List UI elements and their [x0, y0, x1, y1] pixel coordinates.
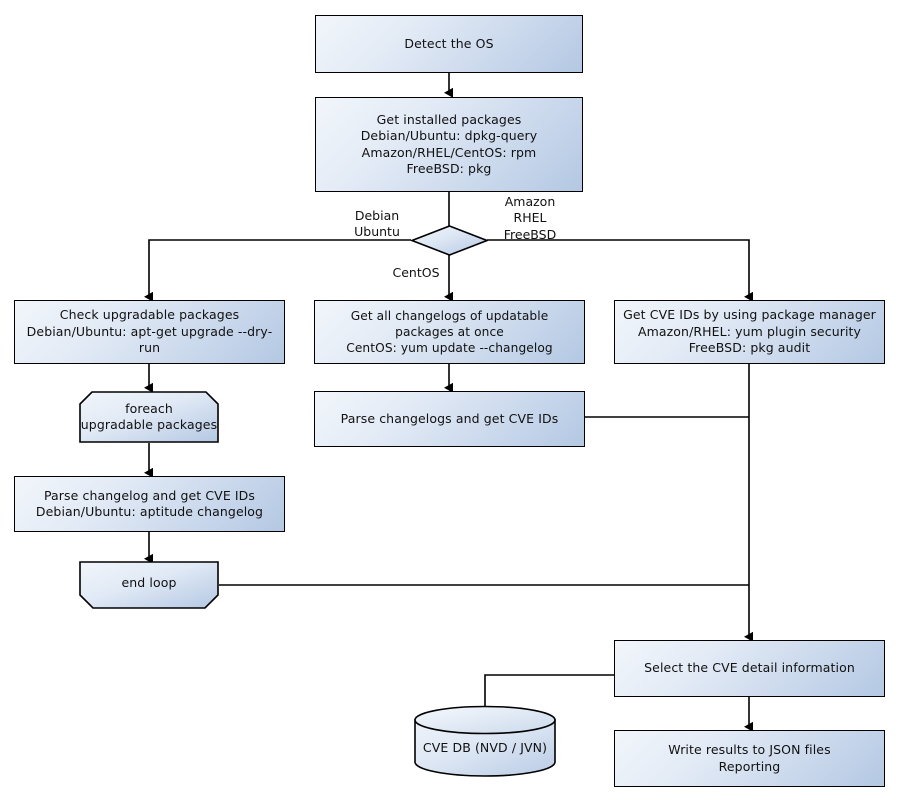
- node-select-cve-detail-label: Select the CVE detail information: [644, 660, 855, 676]
- node-select-cve-detail[interactable]: Select the CVE detail information: [614, 640, 885, 697]
- node-parse-changelog-debian-label: Parse changelog and get CVE IDs Debian/U…: [35, 487, 264, 520]
- edge-decision-to-get-cve-ids: [487, 239, 753, 302]
- node-get-cve-ids-pkgmgr[interactable]: Get CVE IDs by using package manager Ama…: [614, 300, 885, 364]
- node-get-cve-ids-pkgmgr-label: Get CVE IDs by using package manager Ama…: [623, 307, 876, 356]
- node-write-results[interactable]: Write results to JSON files Reporting: [614, 730, 885, 787]
- node-parse-changelogs-centos-label: Parse changelogs and get CVE IDs: [340, 410, 559, 426]
- node-get-installed-packages-label: Get installed packages Debian/Ubuntu: dp…: [360, 111, 538, 177]
- node-cve-db-label: CVE DB (NVD / JVN): [422, 739, 548, 755]
- node-foreach-loop-label: foreach upgradable packages: [80, 400, 218, 433]
- node-parse-changelogs-centos[interactable]: Parse changelogs and get CVE IDs: [314, 391, 585, 447]
- edge-label-debian-ubuntu: Debian Ubuntu: [354, 208, 400, 240]
- edge-decision-to-check-upgradable: [144, 239, 411, 302]
- edge-label-amazon-rhel-freebsd: Amazon RHEL FreeBSD: [503, 194, 557, 242]
- node-cve-db[interactable]: CVE DB (NVD / JVN): [413, 705, 557, 777]
- node-end-loop-label: end loop: [121, 574, 177, 590]
- node-detect-os[interactable]: Detect the OS: [315, 15, 583, 73]
- loop-end-shape: [79, 561, 219, 609]
- node-get-installed-packages[interactable]: Get installed packages Debian/Ubuntu: dp…: [315, 97, 583, 192]
- node-detect-os-label: Detect the OS: [404, 35, 494, 51]
- node-get-all-changelogs[interactable]: Get all changelogs of updatable packages…: [314, 300, 585, 364]
- node-foreach-loop[interactable]: foreach upgradable packages: [79, 391, 219, 443]
- edge-label-centos: CentOS: [392, 265, 440, 280]
- node-get-all-changelogs-label: Get all changelogs of updatable packages…: [346, 308, 553, 356]
- node-end-loop[interactable]: end loop: [79, 561, 219, 609]
- loop-start-shape: [79, 391, 219, 443]
- node-os-decision[interactable]: [411, 225, 488, 256]
- decision-diamond-shape: [411, 225, 488, 256]
- database-cylinder-shape: [414, 705, 556, 777]
- node-check-upgradable[interactable]: Check upgradable packages Debian/Ubuntu:…: [14, 300, 285, 364]
- node-check-upgradable-label: Check upgradable packages Debian/Ubuntu:…: [26, 307, 273, 356]
- node-write-results-label: Write results to JSON files Reporting: [668, 742, 831, 774]
- node-parse-changelog-debian[interactable]: Parse changelog and get CVE IDs Debian/U…: [14, 476, 285, 532]
